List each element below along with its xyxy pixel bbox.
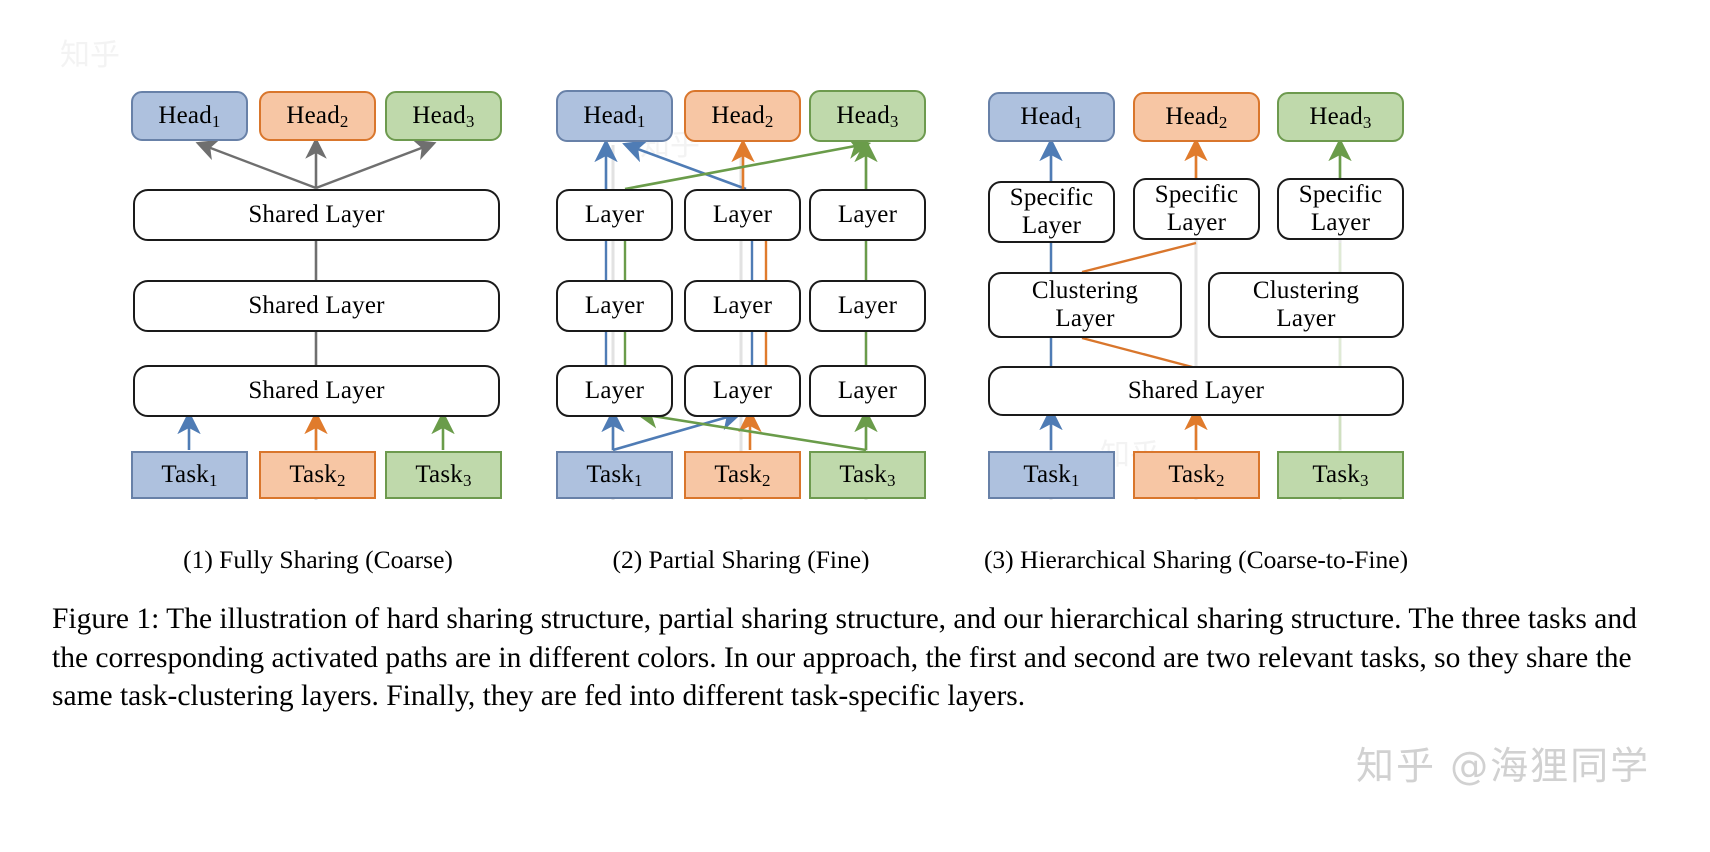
- node-label: Clustering Layer: [1252, 277, 1360, 332]
- node-label: Specific Layer: [1298, 181, 1383, 236]
- node-label: Shared Layer: [248, 377, 385, 404]
- panel3-clustering-layer-2[interactable]: Clustering Layer: [1208, 272, 1404, 338]
- node-label: Head: [412, 102, 466, 129]
- node-label: Task: [1312, 461, 1360, 488]
- node-label: Head: [711, 102, 765, 129]
- node-label: Head: [158, 102, 212, 129]
- panel2-caption: (2) Partial Sharing (Fine): [612, 545, 870, 574]
- node-label: Clustering Layer: [1031, 277, 1139, 332]
- node-label: Layer: [712, 292, 773, 319]
- panel3-shared-layer[interactable]: Shared Layer: [988, 366, 1404, 416]
- panel1-shared-layer-3[interactable]: Shared Layer: [133, 365, 500, 417]
- panel3-specific-layer-1[interactable]: Specific Layer: [988, 181, 1115, 243]
- panel3-specific-layer-3[interactable]: Specific Layer: [1277, 178, 1404, 240]
- node-label: Shared Layer: [248, 201, 385, 228]
- panel3-specific-layer-2[interactable]: Specific Layer: [1133, 178, 1260, 240]
- panel3-caption: (3) Hierarchical Sharing (Coarse-to-Fine…: [983, 545, 1409, 574]
- panel2-layer-r2-c2[interactable]: Layer: [684, 280, 801, 332]
- panel2-layer-r3-c3[interactable]: Layer: [809, 365, 926, 417]
- node-label: Head: [1020, 103, 1074, 130]
- watermark: 知乎 @海狸同学: [1356, 744, 1651, 788]
- node-label: Head: [1165, 103, 1219, 130]
- panel2-layer-r2-c1[interactable]: Layer: [556, 280, 673, 332]
- ghost-watermark: 知乎: [60, 38, 120, 73]
- panel1-caption: (1) Fully Sharing (Coarse): [183, 545, 453, 574]
- node-label: Layer: [712, 201, 773, 228]
- panel2-layer-r1-c1[interactable]: Layer: [556, 189, 673, 241]
- node-label: Task: [714, 461, 762, 488]
- node-label: Layer: [837, 201, 898, 228]
- node-label: Shared Layer: [248, 292, 385, 319]
- panel2-layer-r1-c2[interactable]: Layer: [684, 189, 801, 241]
- node-label: Head: [583, 102, 637, 129]
- node-label: Task: [586, 461, 634, 488]
- node-label: Layer: [584, 292, 645, 319]
- node-label: Head: [286, 102, 340, 129]
- panel2-layer-r1-c3[interactable]: Layer: [809, 189, 926, 241]
- node-label: Task: [289, 461, 337, 488]
- node-label: Layer: [837, 292, 898, 319]
- node-label: Task: [415, 461, 463, 488]
- node-label: Head: [836, 102, 890, 129]
- node-label: Specific Layer: [1154, 181, 1239, 236]
- figure-caption: Figure 1: The illustration of hard shari…: [52, 603, 1637, 713]
- node-label: Task: [1168, 461, 1216, 488]
- node-label: Task: [161, 461, 209, 488]
- panel1-shared-layer-1[interactable]: Shared Layer: [133, 189, 500, 241]
- panel3-clustering-layer-1[interactable]: Clustering Layer: [988, 272, 1182, 338]
- node-label: Head: [1309, 103, 1363, 130]
- panel2-layer-r3-c2[interactable]: Layer: [684, 365, 801, 417]
- panel2-layer-r2-c3[interactable]: Layer: [809, 280, 926, 332]
- node-label: Layer: [584, 377, 645, 404]
- node-label: Task: [839, 461, 887, 488]
- node-label: Specific Layer: [1009, 184, 1094, 239]
- panel2-layer-r3-c1[interactable]: Layer: [556, 365, 673, 417]
- node-label: Layer: [837, 377, 898, 404]
- node-label: Shared Layer: [1127, 377, 1265, 404]
- panel1-shared-layer-2[interactable]: Shared Layer: [133, 280, 500, 332]
- node-label: Layer: [712, 377, 773, 404]
- node-label: Layer: [584, 201, 645, 228]
- node-label: Task: [1023, 461, 1071, 488]
